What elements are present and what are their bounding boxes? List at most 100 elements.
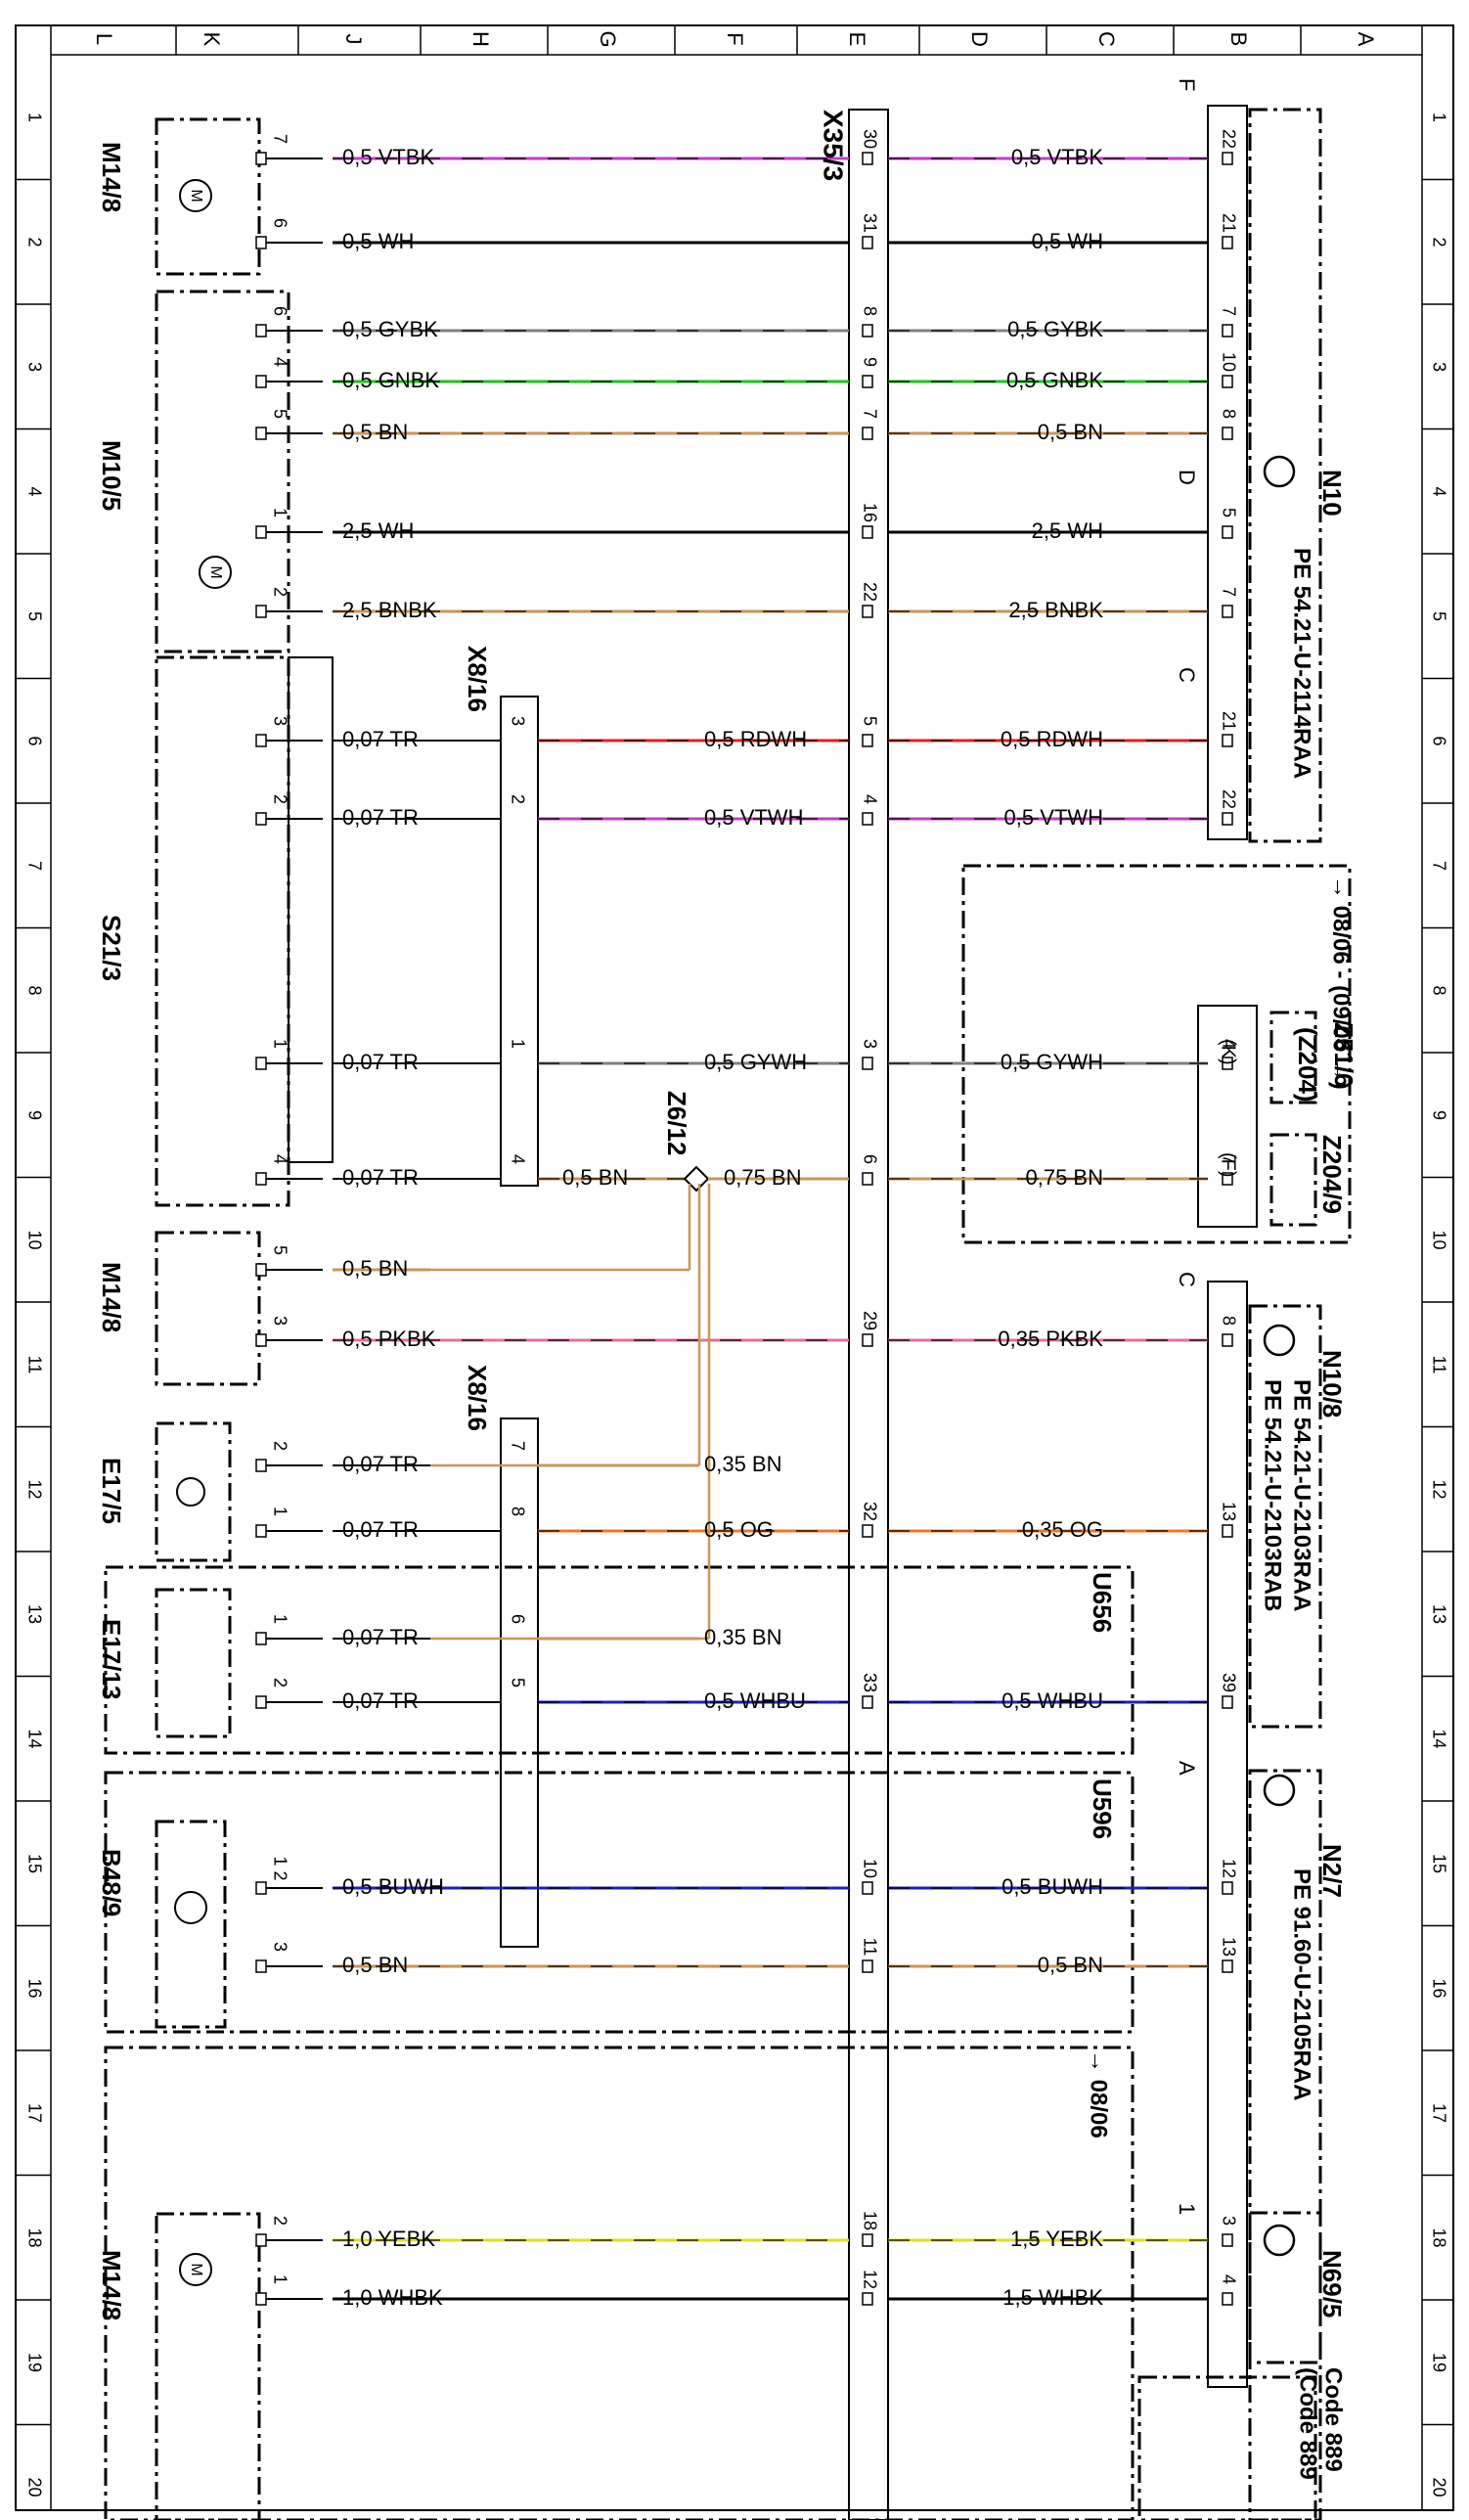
column-letter: D xyxy=(967,31,992,47)
group-letter-d: D xyxy=(1175,470,1199,485)
wire-label-right: 0,5 BUWH xyxy=(1002,1874,1103,1899)
z51-6-box xyxy=(961,864,1352,1244)
row-number: 8 xyxy=(24,985,44,995)
wire-label-left: 0,07 TR xyxy=(342,1517,419,1542)
right-pin-marker xyxy=(1222,734,1233,747)
right-pin-marker xyxy=(1222,1959,1233,1973)
x35-pin-number: 4 xyxy=(860,794,879,804)
z204-9-inner-box xyxy=(1269,1133,1317,1227)
wire-label-left: 0,5 BUWH xyxy=(342,1874,444,1899)
component-label-z51-6: Z51/6 xyxy=(1329,1022,1358,1088)
group-letter-c-2: C xyxy=(1175,1272,1199,1287)
x8-16-pin-number: 1 xyxy=(508,1039,527,1049)
x8-16-pin-number: 4 xyxy=(508,1154,527,1164)
column-letter: E xyxy=(845,32,869,47)
row-number: 13 xyxy=(24,1604,44,1624)
x35-pin-marker xyxy=(862,1695,873,1709)
n69-5-box xyxy=(1248,2211,1322,2520)
left-pin-number: 1 2 xyxy=(270,1856,289,1880)
right-pin-number: 7 xyxy=(1219,306,1238,316)
x35-pin-number: 8 xyxy=(860,306,879,316)
left-pin-marker xyxy=(255,525,267,539)
wire-label-left: 2,5 BNBK xyxy=(342,598,437,622)
row-number: 2 xyxy=(24,237,44,247)
wire-label-left: 0,07 TR xyxy=(342,1165,419,1190)
wire-label-right: 2,5 BNBK xyxy=(1008,598,1103,622)
component-label-m14-8-mid: M14/8 xyxy=(97,1262,126,1332)
wire-label-right: 2,5 WH xyxy=(1032,518,1103,543)
ground-sensor-symbol xyxy=(1263,2224,1296,2257)
n10-8-pe-ref-1: PE 54.21-U-2103RAA xyxy=(1289,1379,1315,1611)
date-0806-note: → 08/06 xyxy=(1086,2049,1112,2138)
x35-pin-number: 32 xyxy=(860,1502,879,1521)
wire-label-left: 0,07 TR xyxy=(342,1688,419,1713)
wire-label-right: 0,5 RDWH xyxy=(1001,727,1103,751)
component-label-z204-9: Z204/9 xyxy=(1317,1135,1347,1214)
column-letter: F xyxy=(723,32,747,45)
left-pin-marker xyxy=(255,1632,267,1645)
row-number: 1 xyxy=(1429,112,1448,122)
left-pin-marker xyxy=(255,1459,267,1472)
right-pin-number: 10 xyxy=(1219,352,1238,372)
row-number: 13 xyxy=(1429,1604,1448,1624)
right-pin-number: 4 xyxy=(1219,1039,1238,1049)
component-label-e17-13: E17/13 xyxy=(97,1619,126,1699)
motor-symbol xyxy=(179,179,212,212)
row-number: 6 xyxy=(24,736,44,745)
right-pin-marker xyxy=(1222,236,1233,249)
wire-label-mid: 0,5 BN xyxy=(562,1165,628,1190)
component-label-u656: U656 xyxy=(1088,1572,1117,1633)
x35-pin-number: 33 xyxy=(860,1673,879,1692)
left-pin-marker xyxy=(255,1959,267,1973)
component-label-z204: (Z204) xyxy=(1293,1027,1322,1102)
left-pin-number: 4 xyxy=(270,357,289,367)
x35-pin-number: 18 xyxy=(860,2211,879,2230)
left-pin-marker xyxy=(255,605,267,618)
x35-pin-marker xyxy=(862,1881,873,1895)
wire-label-left: 0,5 BN xyxy=(342,1256,408,1281)
wire-label-right: 0,5 BN xyxy=(1038,1953,1103,1977)
connector-x8-16-lower xyxy=(500,1418,539,1948)
u656-box xyxy=(104,1565,1135,1755)
n10-pe-ref: PE 54.21-U-2114RAA xyxy=(1289,548,1315,779)
wire-label-right: 0,5 GNBK xyxy=(1006,368,1103,392)
right-pin-number: 21 xyxy=(1219,711,1238,731)
row-number: 20 xyxy=(1429,2477,1448,2497)
row-number: 7 xyxy=(24,861,44,871)
wire-label-right: 0,5 GYBK xyxy=(1007,317,1103,341)
right-pin-number: 3 xyxy=(1219,2216,1238,2226)
n10-8-box xyxy=(1248,1304,1322,1729)
row-number: 8 xyxy=(1429,985,1448,995)
wire-label-right: 1,5 WHBK xyxy=(1002,2285,1103,2310)
left-pin-number: 2 xyxy=(270,2216,289,2226)
row-number: 14 xyxy=(1429,1729,1448,1748)
row-number: 16 xyxy=(24,1978,44,1998)
row-number: 12 xyxy=(24,1479,44,1499)
right-pin-number: 8 xyxy=(1219,1316,1238,1326)
wire-label-left: 0,5 PKBK xyxy=(342,1327,436,1351)
x35-pin-marker xyxy=(862,1959,873,1973)
row-number: 9 xyxy=(1429,1110,1448,1120)
component-label-s21-3: S21/3 xyxy=(97,915,126,981)
row-number: 11 xyxy=(24,1356,44,1374)
column-letter: J xyxy=(341,34,366,45)
wire-label-right: 1,5 YEBK xyxy=(1010,2227,1103,2251)
connector-x8-16-upper xyxy=(500,696,539,1187)
n10-8-pe-ref-2: PE 54.21-U-2103RAB xyxy=(1260,1379,1286,1611)
wire-label-mid: 0,35 BN xyxy=(704,1625,782,1649)
wire-label-left: 0,07 TR xyxy=(342,1625,419,1649)
z204-connector xyxy=(1197,1005,1258,1228)
wire-label-left: 1,0 YEBK xyxy=(342,2227,435,2251)
ground-sensor-symbol xyxy=(1263,1324,1296,1357)
row-number: 3 xyxy=(1429,362,1448,372)
connector-x35-3-body xyxy=(848,109,889,2520)
wire-label-left: 1,0 WHBK xyxy=(342,2285,443,2310)
x35-pin-number: 12 xyxy=(860,2270,879,2289)
x35-pin-number: 16 xyxy=(860,503,879,522)
component-label-n69-5: N69/5 xyxy=(1317,2250,1347,2318)
right-pin-number: 4 xyxy=(1219,2274,1238,2284)
wire-label-left: 0,5 GNBK xyxy=(342,368,439,392)
wire-label-right: 0,5 VTBK xyxy=(1011,145,1103,169)
motor-symbol xyxy=(179,2253,212,2286)
left-pin-number: 5 xyxy=(270,409,289,419)
